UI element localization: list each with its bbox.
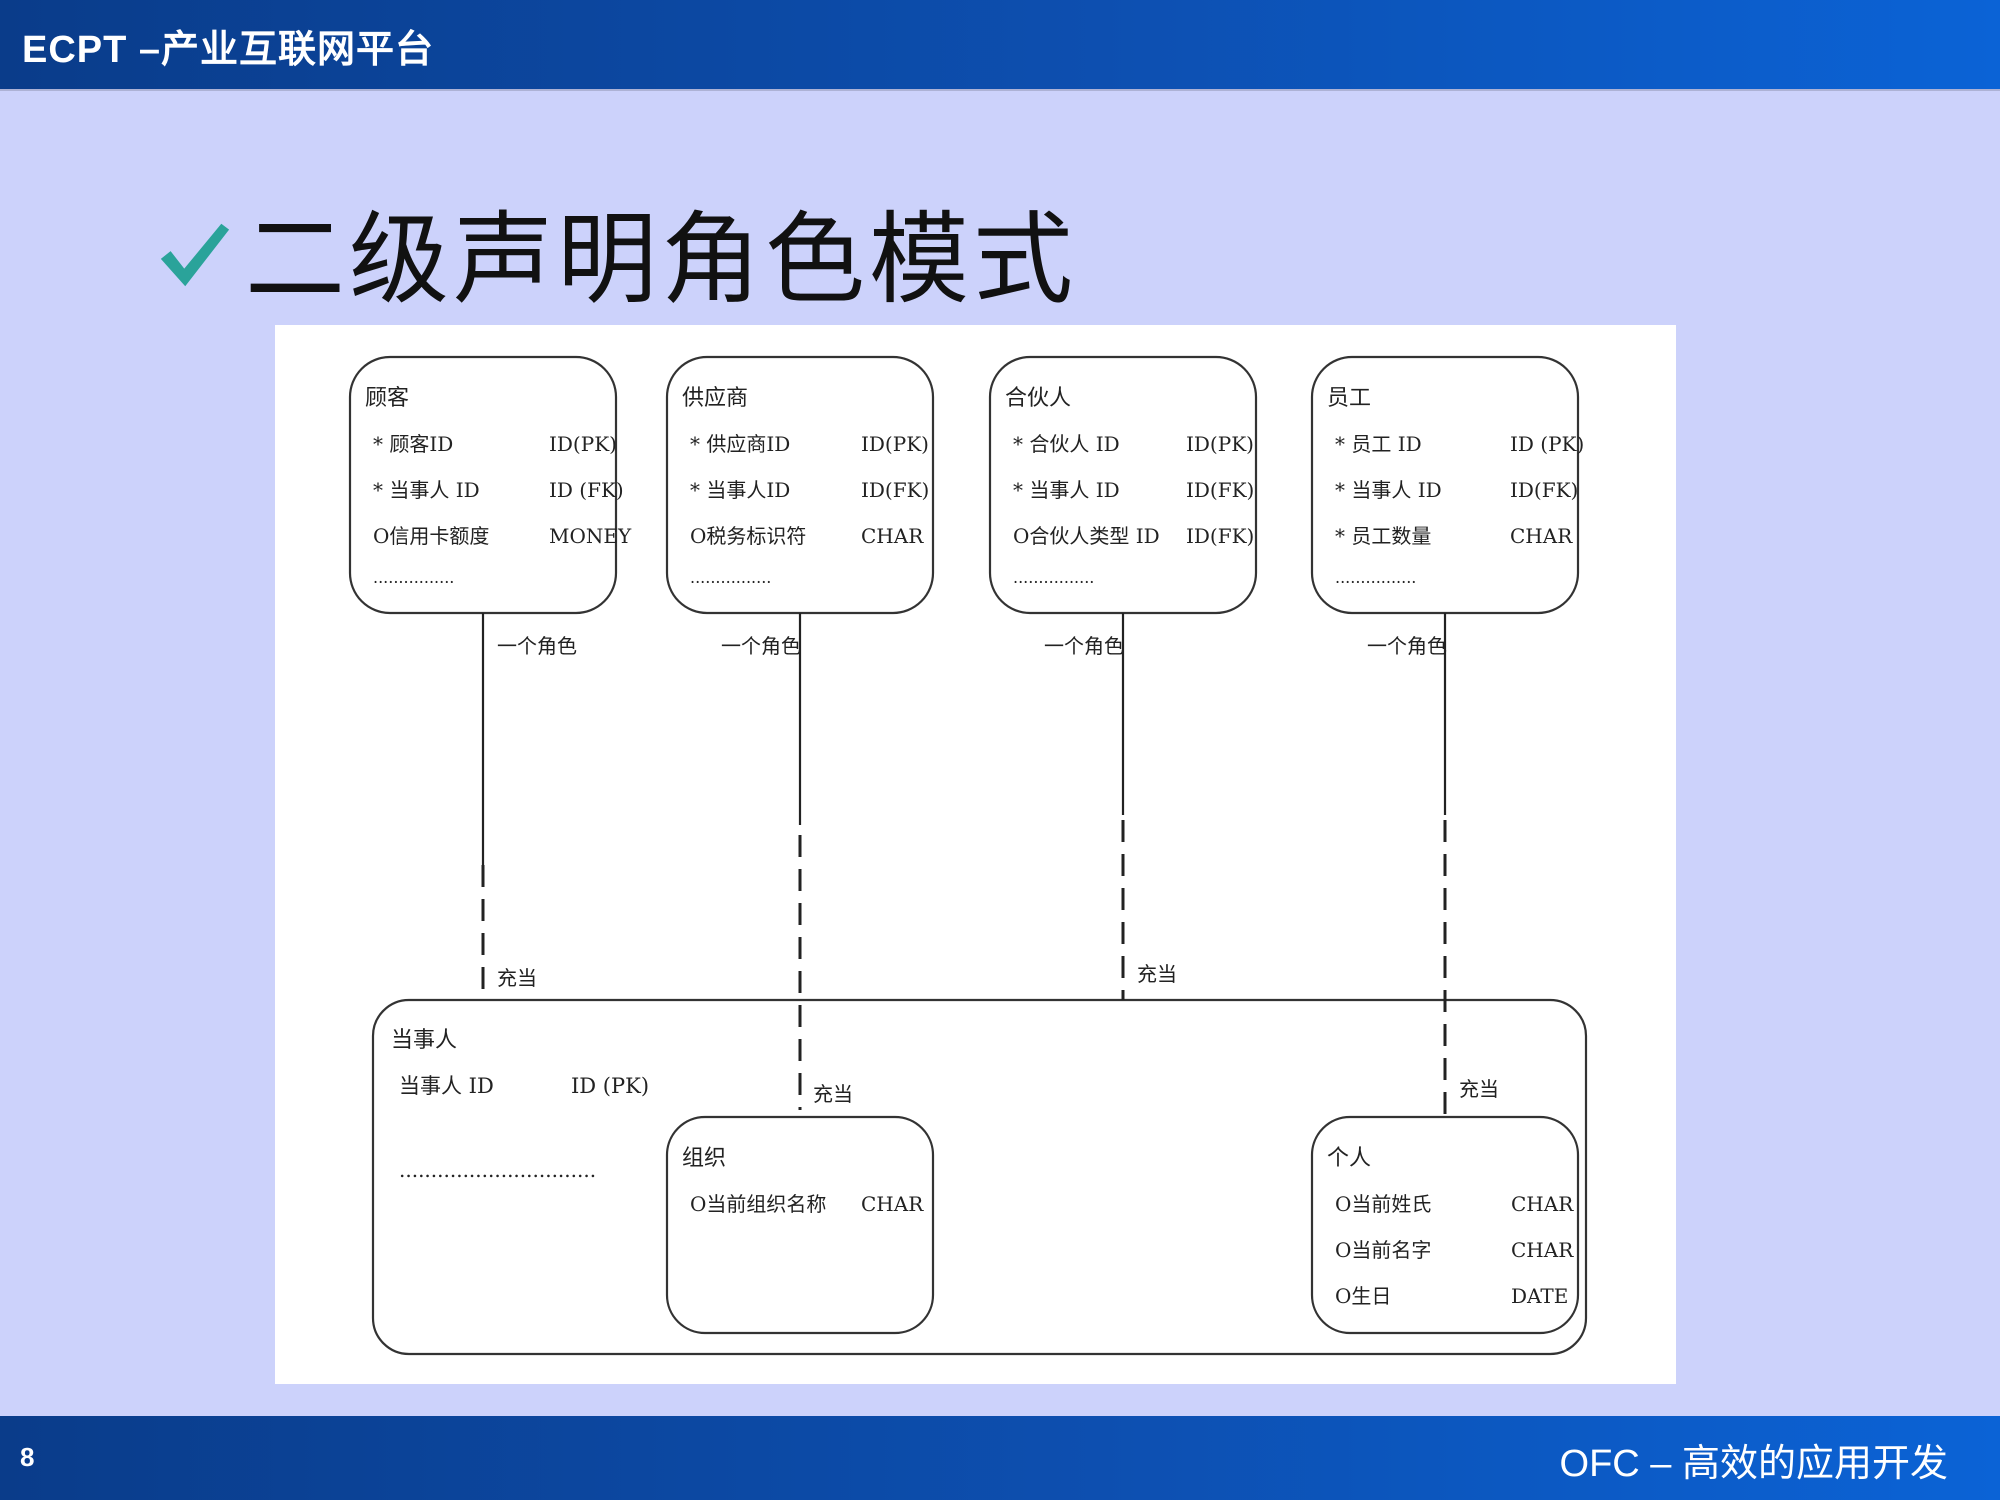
employee-entity: 员工 * 员工 ID ID (PK) * 当事人 ID ID(FK) * 员工数… <box>1310 355 1584 615</box>
customer-ellipsis: ................ <box>373 568 454 587</box>
supplier-link-label: 一个角色 <box>721 634 801 658</box>
supplier-field-type: ID(FK) <box>861 478 929 502</box>
organization-entity: 组织 O当前组织名称 CHAR <box>665 1115 935 1335</box>
person-field-name: O当前姓氏 <box>1335 1192 1431 1216</box>
party-id-type: ID (PK) <box>571 1074 649 1098</box>
employee-field-type: ID (PK) <box>1510 432 1584 456</box>
customer-field-type: MONEY <box>549 524 632 548</box>
customer-entity: 顾客 * 顾客ID ID(PK) * 当事人 ID ID (FK) O信用卡额度… <box>348 355 632 615</box>
person-box <box>1310 1115 1580 1335</box>
partner-entity: 合伙人 * 合伙人 ID ID(PK) * 当事人 ID ID(FK) O合伙人… <box>988 355 1258 615</box>
partner-field-name: O合伙人类型 ID <box>1013 524 1160 548</box>
header-bar: ECPT –产业互联网平台 <box>0 0 2000 89</box>
footer-text: OFC – 高效的应用开发 <box>1559 1443 1948 1485</box>
checkmark-icon <box>160 223 230 287</box>
supplier-entity: 供应商 * 供应商ID ID(PK) * 当事人ID ID(FK) O税务标识符… <box>665 355 935 615</box>
partner-field-type: ID(PK) <box>1186 432 1254 456</box>
employee-field-name: * 当事人 ID <box>1335 478 1442 502</box>
organization-box <box>665 1115 935 1335</box>
supplier-acts-as-label: 充当 <box>813 1082 853 1106</box>
supplier-field-name: O税务标识符 <box>690 524 806 548</box>
supplier-field-name: * 当事人ID <box>690 478 790 502</box>
supplier-field-type: ID(PK) <box>861 432 929 456</box>
person-field-name: O当前名字 <box>1335 1238 1431 1262</box>
customer-acts-as-label: 充当 <box>497 966 537 990</box>
partner-link-label: 一个角色 <box>1044 634 1124 658</box>
party-ellipsis: ............................... <box>399 1158 596 1182</box>
customer-title: 顾客 <box>365 386 409 411</box>
employee-acts-as-label: 充当 <box>1459 1077 1499 1101</box>
organization-title: 组织 <box>682 1146 726 1171</box>
person-entity: 个人 O当前姓氏 CHAR O当前名字 CHAR O生日 DATE <box>1310 1115 1580 1335</box>
supplier-title: 供应商 <box>682 386 748 411</box>
header-title: ECPT –产业互联网平台 <box>22 29 435 71</box>
partner-field-type: ID(FK) <box>1186 524 1254 548</box>
person-title: 个人 <box>1327 1146 1371 1171</box>
partner-field-name: * 合伙人 ID <box>1013 432 1120 456</box>
er-diagram: 当事人 当事人 ID ID (PK) .....................… <box>275 325 1676 1384</box>
customer-field-name: O信用卡额度 <box>373 524 489 548</box>
employee-field-name: * 员工 ID <box>1335 432 1422 456</box>
employee-field-name: * 员工数量 <box>1335 524 1431 548</box>
customer-field-name: * 当事人 ID <box>373 478 480 502</box>
partner-field-type: ID(FK) <box>1186 478 1254 502</box>
customer-field-type: ID (FK) <box>549 478 624 502</box>
partner-field-name: * 当事人 ID <box>1013 478 1120 502</box>
supplier-field-name: * 供应商ID <box>690 432 790 456</box>
page-heading: 二级声明角色模式 <box>155 190 1077 318</box>
person-field-type: CHAR <box>1511 1238 1574 1262</box>
supplier-ellipsis: ................ <box>690 568 771 587</box>
person-field-name: O生日 <box>1335 1284 1391 1308</box>
partner-title: 合伙人 <box>1005 386 1071 411</box>
organization-field-type: CHAR <box>861 1192 924 1216</box>
supplier-field-type: CHAR <box>861 524 924 548</box>
customer-link-label: 一个角色 <box>497 634 577 658</box>
party-id-name: 当事人 ID <box>399 1074 494 1098</box>
employee-link-label: 一个角色 <box>1367 634 1447 658</box>
page-title: 二级声明角色模式 <box>245 200 1077 318</box>
party-title: 当事人 <box>391 1028 457 1053</box>
partner-ellipsis: ................ <box>1013 568 1094 587</box>
person-field-type: DATE <box>1511 1284 1568 1308</box>
partner-acts-as-label: 充当 <box>1137 962 1177 986</box>
customer-field-type: ID(PK) <box>549 432 617 456</box>
person-field-type: CHAR <box>1511 1192 1574 1216</box>
employee-field-type: CHAR <box>1510 524 1573 548</box>
employee-ellipsis: ................ <box>1335 568 1416 587</box>
footer-bar: 8 OFC – 高效的应用开发 <box>0 1416 2000 1500</box>
customer-field-name: * 顾客ID <box>373 432 453 456</box>
employee-title: 员工 <box>1327 386 1371 411</box>
organization-field-name: O当前组织名称 <box>690 1192 826 1216</box>
diagram-svg: 当事人 当事人 ID ID (PK) .....................… <box>348 355 1588 1356</box>
employee-field-type: ID(FK) <box>1510 478 1578 502</box>
page-number: 8 <box>20 1442 35 1472</box>
